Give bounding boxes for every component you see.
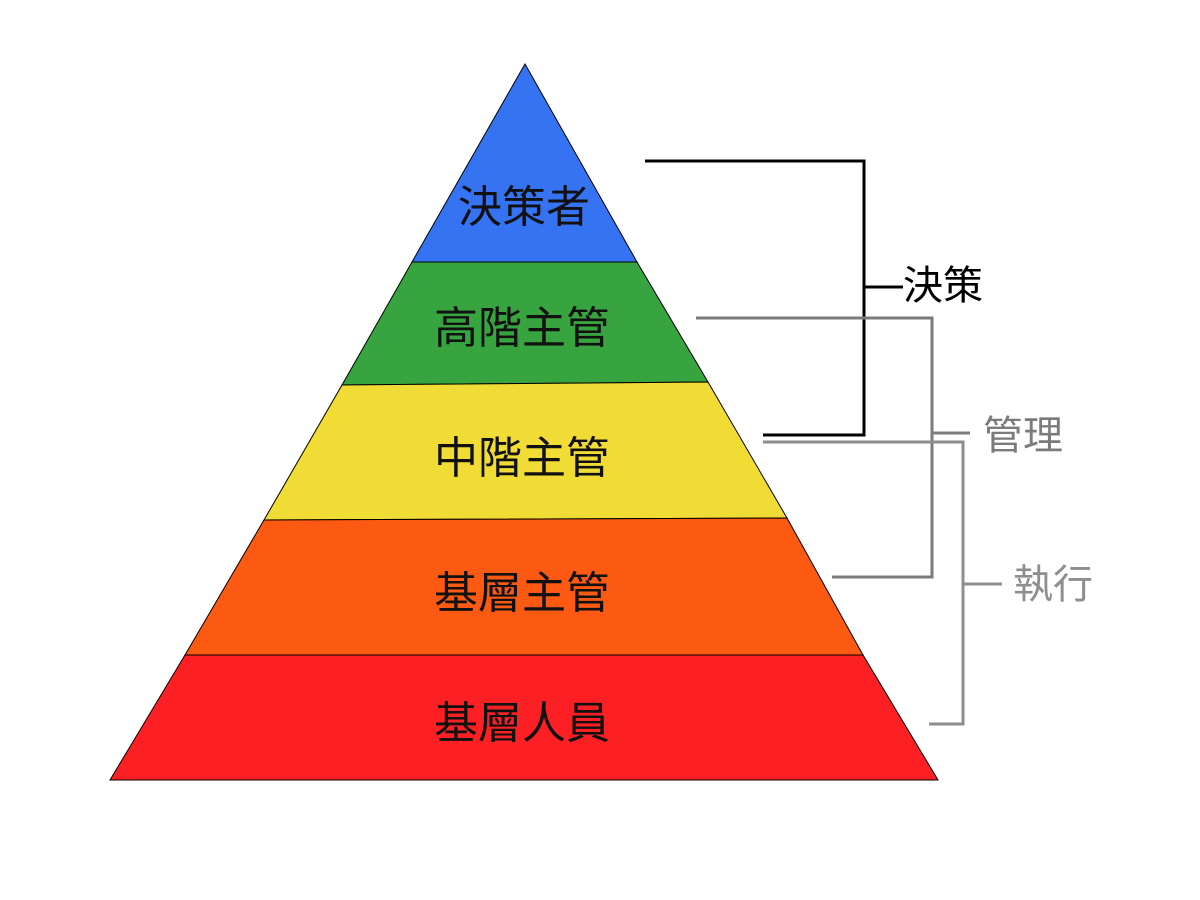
bracket-decision-line	[645, 159, 866, 437]
bracket-execution-label: 執行	[1013, 562, 1093, 608]
bracket-management-line	[696, 316, 934, 579]
layer-label-middle-managers: 中階主管	[434, 433, 610, 484]
pyramid-labels: 決策者 高階主管 中階主管 基層主管 基層人員	[434, 182, 610, 749]
bracket-decision: 決策	[645, 159, 983, 437]
bracket-decision-label: 決策	[903, 263, 983, 309]
layer-label-first-line-managers: 基層主管	[434, 568, 610, 619]
layer-label-decision-makers: 決策者	[458, 182, 590, 233]
layer-label-frontline-staff: 基層人員	[434, 698, 610, 749]
pyramid	[109, 62, 939, 781]
bracket-management-label: 管理	[983, 413, 1063, 459]
layer-frontline-staff	[109, 654, 939, 781]
layer-label-senior-managers: 高階主管	[434, 303, 610, 354]
bracket-management: 管理	[696, 316, 1063, 579]
bracket-execution: 執行	[763, 440, 1093, 726]
